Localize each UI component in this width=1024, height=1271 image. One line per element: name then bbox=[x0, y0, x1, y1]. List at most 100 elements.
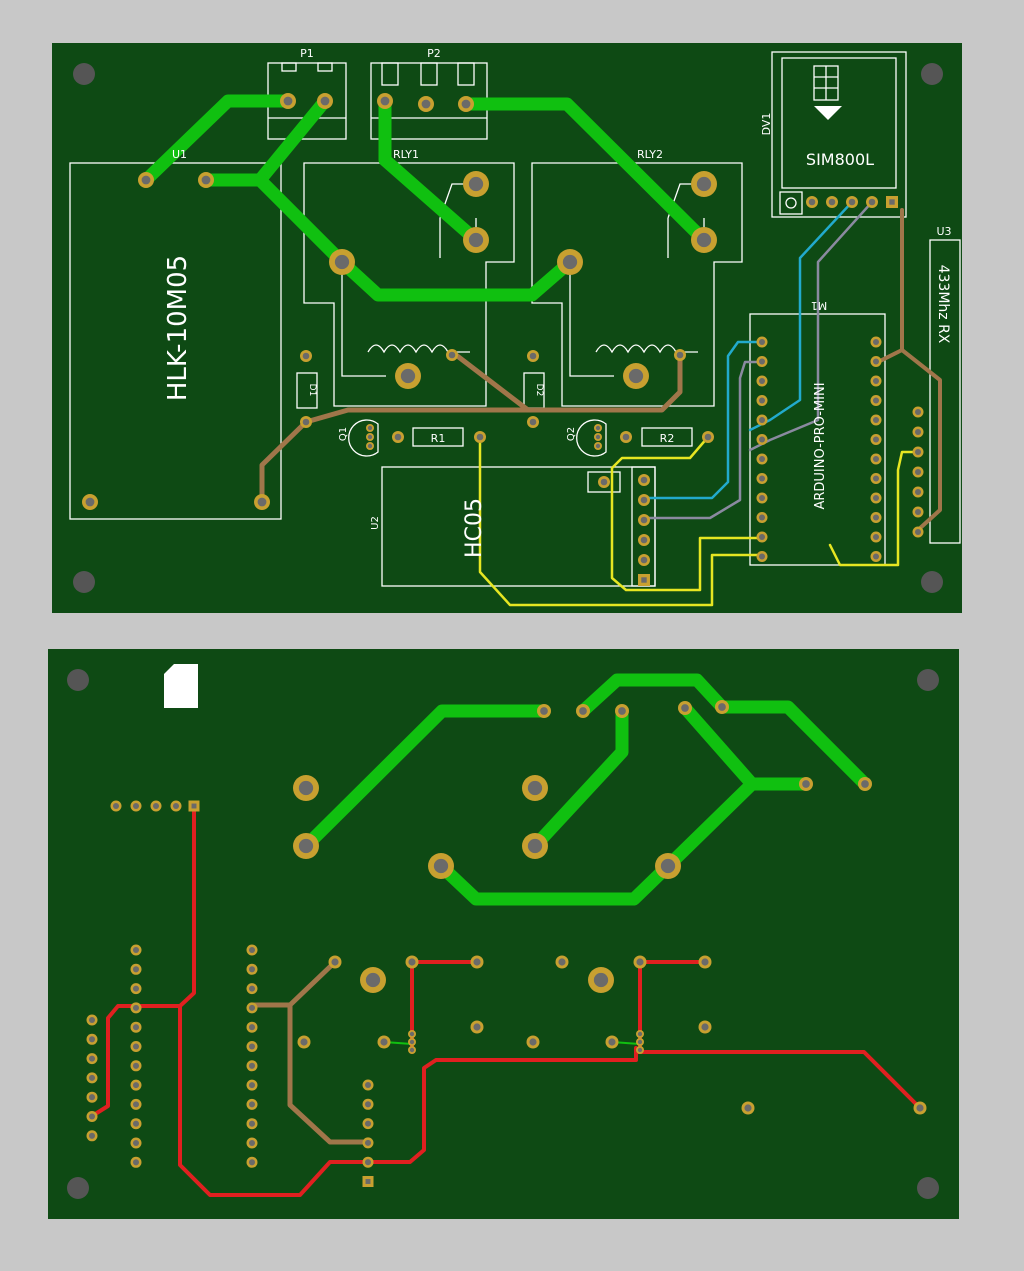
pad-hole bbox=[331, 958, 339, 966]
pad-hole bbox=[473, 1023, 481, 1031]
d1-outline bbox=[296, 372, 318, 409]
pad-hole bbox=[380, 96, 390, 106]
pad-hole bbox=[112, 802, 120, 810]
pad-hole bbox=[872, 533, 880, 541]
pad-hole bbox=[132, 985, 140, 992]
pad-hole bbox=[141, 175, 151, 185]
pad-hole bbox=[461, 99, 471, 109]
mounting-hole bbox=[921, 571, 943, 593]
u1-outline bbox=[69, 162, 282, 520]
pad-hole bbox=[529, 1038, 537, 1046]
pad-hole bbox=[758, 416, 766, 424]
bottom-trace bbox=[178, 1004, 638, 1197]
pad-hole bbox=[365, 1179, 371, 1184]
pad-hole bbox=[758, 397, 766, 404]
pad-hole bbox=[622, 433, 630, 441]
pad-hole bbox=[640, 556, 648, 564]
label-hlk: HLK-10M05 bbox=[163, 255, 193, 401]
mounting-hole bbox=[917, 1177, 939, 1199]
pad-hole bbox=[640, 516, 648, 524]
rly1-coil-symbol bbox=[367, 344, 449, 354]
pad-hole bbox=[364, 1159, 372, 1166]
pad-hole bbox=[364, 1120, 372, 1127]
pad-hole bbox=[408, 958, 416, 966]
bottom-pads bbox=[86, 700, 927, 1187]
pad-hole bbox=[527, 780, 543, 796]
pad-hole bbox=[914, 448, 922, 456]
pad-hole bbox=[248, 1159, 256, 1166]
pad-hole bbox=[248, 1101, 256, 1108]
pad-hole bbox=[808, 198, 816, 206]
serial-trace bbox=[642, 360, 762, 520]
mounting-hole bbox=[917, 669, 939, 691]
pad-hole bbox=[914, 408, 922, 416]
bottom-mounting-holes bbox=[67, 669, 939, 1199]
label-rx: 433Mhz RX bbox=[935, 265, 951, 344]
pad-hole bbox=[132, 1120, 140, 1127]
sim-antenna-pad bbox=[779, 191, 803, 215]
pad-hole bbox=[88, 1113, 96, 1120]
bottom-trace bbox=[134, 804, 196, 1008]
pad-hole bbox=[696, 176, 712, 192]
label-rly1: RLY1 bbox=[393, 148, 419, 161]
mounting-hole bbox=[67, 669, 89, 691]
u2-button-outline bbox=[587, 471, 621, 493]
pad-hole bbox=[660, 858, 676, 874]
pad-hole bbox=[132, 802, 140, 810]
pad-hole bbox=[872, 397, 880, 404]
mounting-hole bbox=[73, 571, 95, 593]
power-trace bbox=[459, 97, 711, 247]
pad-hole bbox=[88, 1055, 96, 1062]
bottom-board[interactable] bbox=[48, 649, 959, 1219]
pad-hole bbox=[468, 232, 484, 248]
pad-hole bbox=[248, 946, 256, 954]
pad-hole bbox=[248, 1024, 256, 1031]
label-arduino: ARDUINO-PRO-MINI bbox=[813, 382, 828, 509]
pad-hole bbox=[476, 433, 484, 441]
pad-hole bbox=[132, 1024, 140, 1031]
label-d2: D2 bbox=[534, 384, 544, 397]
pad-hole bbox=[529, 352, 537, 360]
pad-hole bbox=[409, 1039, 415, 1045]
pad-hole bbox=[433, 858, 449, 874]
pad-hole bbox=[861, 780, 869, 788]
pad-hole bbox=[88, 1074, 96, 1081]
pad-hole bbox=[914, 508, 922, 516]
pad-hole bbox=[701, 1023, 709, 1031]
rx-trace bbox=[900, 208, 942, 532]
pad-hole bbox=[593, 972, 609, 988]
top-board[interactable]: P1 P2 U1 HLK-10M05 RLY1 RLY2 DV1 SIM800L… bbox=[52, 43, 962, 613]
pad-hole bbox=[248, 1082, 256, 1089]
pad-hole bbox=[872, 494, 880, 502]
bottom-board-substrate bbox=[48, 649, 959, 1219]
pad-hole bbox=[848, 198, 856, 206]
label-u3: U3 bbox=[936, 225, 951, 238]
pad-hole bbox=[916, 1104, 924, 1112]
pad-hole bbox=[641, 577, 647, 583]
pad-hole bbox=[132, 1139, 140, 1147]
pad-hole bbox=[872, 358, 880, 365]
pad-hole bbox=[421, 99, 431, 109]
pad-hole bbox=[608, 1038, 616, 1046]
pad-hole bbox=[676, 351, 684, 359]
pad-hole bbox=[758, 514, 766, 521]
signal-trace bbox=[478, 435, 762, 607]
pad-hole bbox=[640, 476, 648, 484]
pad-hole bbox=[248, 985, 256, 992]
label-q2: Q2 bbox=[566, 427, 577, 441]
q2-outline bbox=[576, 419, 607, 457]
pad-hole bbox=[394, 433, 402, 441]
pad-hole bbox=[132, 1062, 140, 1069]
pad-hole bbox=[628, 368, 644, 384]
pad-hole bbox=[868, 198, 876, 206]
p2-tab bbox=[381, 62, 399, 86]
pad-hole bbox=[889, 199, 895, 205]
pad-hole bbox=[872, 475, 880, 482]
rly2-outline bbox=[531, 162, 743, 407]
mounting-hole bbox=[921, 63, 943, 85]
sim-antenna-ring bbox=[785, 197, 797, 209]
pad-hole bbox=[364, 1081, 372, 1089]
signal-trace bbox=[828, 450, 920, 567]
pad-hole bbox=[248, 1139, 256, 1147]
